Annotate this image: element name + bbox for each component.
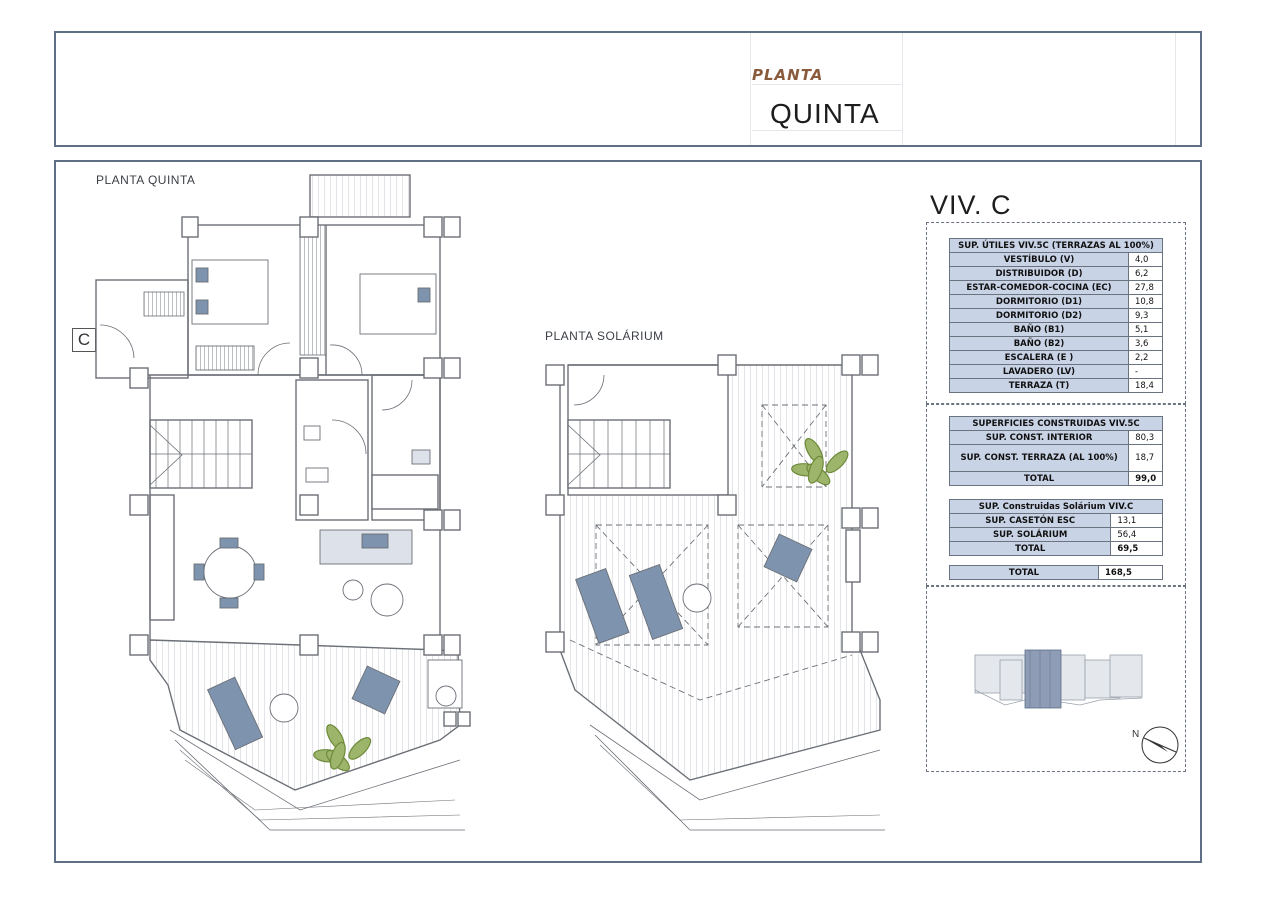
construidas-box bbox=[926, 404, 1186, 586]
location-box bbox=[926, 586, 1186, 772]
header-grid-line bbox=[902, 33, 903, 145]
solarium-table bbox=[763, 533, 813, 583]
wardrobe bbox=[299, 224, 327, 356]
table-row: ESCALERA (E )2,2 bbox=[949, 350, 1164, 365]
north-label: N bbox=[1132, 729, 1140, 740]
terrace-table bbox=[351, 665, 401, 715]
header-grid-line bbox=[750, 33, 751, 145]
plan-type-title: PLANTA bbox=[752, 66, 824, 84]
utiles-table: SUP. ÚTILES VIV.5C (TERRAZAS AL 100%) VE… bbox=[949, 238, 1164, 393]
floor-title: QUINTA bbox=[770, 98, 880, 129]
unit-highlight bbox=[1024, 649, 1062, 709]
bathroom-b2 bbox=[371, 374, 441, 521]
table-row: SUP. CONST. TERRAZA (AL 100%)18,7 bbox=[948, 444, 1163, 472]
sunbed bbox=[206, 676, 264, 751]
construidas-header: SUPERFICIES CONSTRUIDAS VIV.5C bbox=[949, 416, 1163, 431]
solarium-plan-label: PLANTA SOLÁRIUM bbox=[545, 329, 664, 343]
furniture-solarium bbox=[575, 533, 813, 644]
construidas-table: SUPERFICIES CONSTRUIDAS VIV.5C SUP. CONS… bbox=[948, 416, 1163, 486]
sunbed-1 bbox=[575, 567, 630, 644]
table-row: ESTAR-COMEDOR-COCINA (EC)27,8 bbox=[949, 280, 1164, 295]
table-row: DORMITORIO (D1)10,8 bbox=[949, 294, 1164, 309]
palm-plant bbox=[313, 724, 372, 772]
bathroom-b1 bbox=[295, 379, 369, 521]
header-grid-line bbox=[752, 130, 902, 131]
header-grid-line bbox=[1175, 33, 1176, 145]
table-row: DORMITORIO (D2)9,3 bbox=[949, 308, 1164, 323]
header-frame bbox=[54, 31, 1202, 147]
sunbed-2 bbox=[628, 564, 684, 640]
solarium-table: SUP. Construidas Solárium VIV.C SUP. CAS… bbox=[948, 499, 1163, 556]
bed-d2 bbox=[359, 273, 437, 335]
utiles-box bbox=[926, 222, 1186, 404]
table-row: VESTÍBULO (V)4,0 bbox=[949, 252, 1164, 267]
table-row: LAVADERO (LV)- bbox=[949, 364, 1164, 379]
table-row: TERRAZA (T)18,4 bbox=[949, 378, 1164, 393]
kitchen-counter bbox=[149, 494, 175, 621]
floor-plan-label: PLANTA QUINTA bbox=[96, 173, 196, 187]
unit-title: VIV. C bbox=[930, 190, 1012, 220]
balcony bbox=[309, 174, 411, 218]
palm-plant-solarium bbox=[791, 437, 849, 486]
header-grid-line bbox=[752, 84, 902, 85]
main-frame bbox=[54, 160, 1202, 863]
furniture-quinta bbox=[191, 259, 463, 751]
